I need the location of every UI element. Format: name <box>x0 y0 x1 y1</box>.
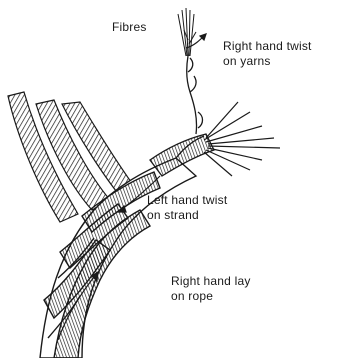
strand-twist-line-1: Left hand twist <box>147 193 227 208</box>
fibres-text: Fibres <box>112 20 147 35</box>
strand-twist-line-2: on strand <box>147 208 227 223</box>
fibres-tuft <box>178 8 196 56</box>
yarn-twist-line-2: on yarns <box>223 54 312 69</box>
yarn-twist-line-1: Right hand twist <box>223 39 312 54</box>
rope-lay-line-1: Right hand lay <box>171 274 251 289</box>
yarn-twist-label: Right hand twist on yarns <box>223 39 312 68</box>
fibres-label: Fibres <box>112 20 147 35</box>
rope-lay-line-2: on rope <box>171 289 251 304</box>
strand-twist-label: Left hand twist on strand <box>147 193 227 222</box>
splayed-yarns <box>204 102 280 176</box>
rope-lay-label: Right hand lay on rope <box>171 274 251 303</box>
yarn <box>187 56 203 134</box>
